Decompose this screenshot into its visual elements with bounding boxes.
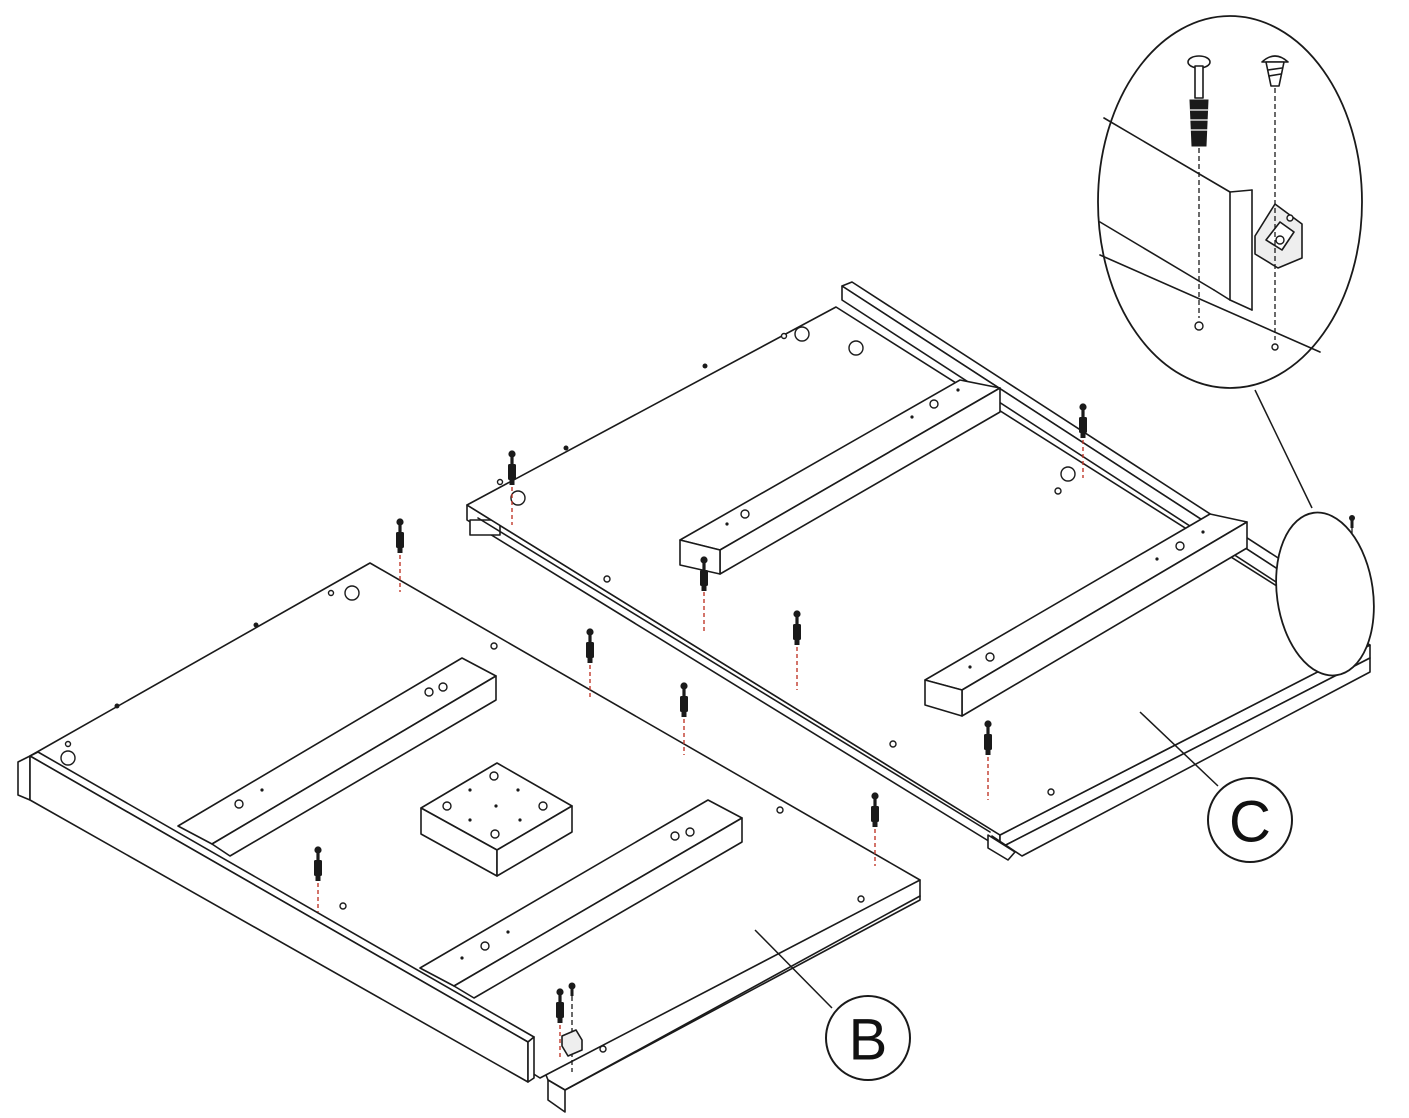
panel-b-screws: [314, 518, 879, 1072]
detail-marker-circle: [1275, 511, 1375, 677]
panel-c-rail-2: [924, 513, 1248, 717]
panel-c-top: [466, 306, 1371, 836]
zoom-screws: [1187, 55, 1289, 351]
callout-b: B: [754, 929, 911, 1081]
panel-b: [17, 518, 921, 1113]
panel-b-rail-1: [177, 657, 497, 857]
panel-b-front-rail: [29, 751, 535, 1083]
panel-c-rail-1: [679, 379, 1001, 575]
panel-b-rail-2: [419, 799, 743, 999]
callout-b-label: B: [849, 1008, 888, 1073]
zoom-detail: [1097, 15, 1363, 509]
zoom-rail: [1099, 117, 1321, 353]
callout-c-label: C: [1229, 790, 1271, 855]
panel-b-holes: [60, 585, 865, 1053]
panel-b-center-block: [420, 762, 573, 877]
zoom-leader-line: [1254, 389, 1313, 509]
callout-c: C: [1139, 711, 1293, 863]
panel-c: [466, 281, 1375, 861]
